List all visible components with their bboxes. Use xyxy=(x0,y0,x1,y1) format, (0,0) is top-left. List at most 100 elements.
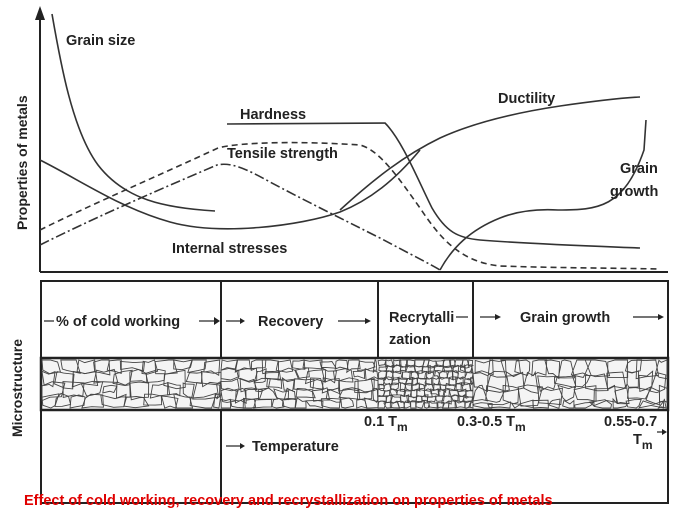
svg-text:0.3-0.5 Tm: 0.3-0.5 Tm xyxy=(457,414,526,434)
grain-cell xyxy=(588,399,612,409)
grain-cell xyxy=(60,359,81,374)
grain-cell xyxy=(464,378,473,386)
grain-cell xyxy=(54,371,75,390)
grain-cell xyxy=(658,384,668,404)
grain-cell xyxy=(277,367,300,381)
grain-cell xyxy=(557,384,576,402)
ductility-label: Ductility xyxy=(498,91,555,107)
grain-cell xyxy=(320,397,341,409)
grain-cell xyxy=(81,393,104,409)
grain-cell xyxy=(378,366,389,373)
grain-cell xyxy=(377,359,387,367)
grain-cell xyxy=(244,387,264,401)
temperature-mark-t2: 0.3-0.5 Tm xyxy=(457,414,526,434)
grain-cell xyxy=(271,397,285,409)
grain-cell xyxy=(80,380,104,397)
grain-cell xyxy=(253,368,267,384)
grain-growth-label-line2: growth xyxy=(610,184,658,200)
grain-cell xyxy=(123,396,150,409)
grain-cell xyxy=(654,359,668,380)
grain-cell xyxy=(154,359,178,375)
grain-cell xyxy=(100,393,127,408)
grain-cell xyxy=(401,370,413,379)
grain-cell xyxy=(606,371,627,391)
grain-cell xyxy=(433,364,446,373)
grain-cell xyxy=(485,385,506,403)
grain-cell xyxy=(514,359,531,376)
grain-cell xyxy=(41,359,61,375)
grain-cell xyxy=(456,388,467,399)
grain-cell xyxy=(160,395,179,409)
grain-cell xyxy=(421,364,431,375)
grain-cell xyxy=(62,381,85,398)
temperature-label: Temperature xyxy=(252,439,339,455)
grain-cell xyxy=(469,382,474,391)
grain-cell xyxy=(305,399,324,409)
grain-cell xyxy=(141,359,159,375)
grain-cell xyxy=(649,372,667,394)
grain-cell xyxy=(234,387,247,404)
grain-cell xyxy=(574,401,595,409)
grain-cell xyxy=(584,373,609,392)
grain-cell xyxy=(405,376,414,385)
grain-cell xyxy=(474,359,494,376)
grain-cell xyxy=(624,359,642,374)
properties-axes xyxy=(35,6,668,273)
grain-size-label: Grain size xyxy=(66,33,135,49)
grain-cell xyxy=(266,378,283,389)
grain-cell xyxy=(532,399,549,409)
grain-cell xyxy=(173,393,194,409)
grain-cell xyxy=(433,382,441,393)
grain-cell xyxy=(239,377,258,393)
grain-cell xyxy=(557,359,576,379)
grain-cell xyxy=(625,398,642,409)
grain-cell xyxy=(442,364,454,372)
grain-cell xyxy=(413,364,423,374)
grain-cell xyxy=(626,387,651,400)
grain-cell xyxy=(635,359,659,380)
grain-cell xyxy=(399,359,408,368)
grain-cell xyxy=(421,394,429,404)
internal-stresses-curve xyxy=(39,149,421,230)
grain-cell xyxy=(472,372,489,393)
yield-dashdot-curve xyxy=(39,163,441,271)
temperature-mark-t3: 0.55-0.7 Tm xyxy=(604,414,667,452)
grain-cell xyxy=(143,393,163,406)
grain-cell xyxy=(612,397,628,409)
tensile-strength-label: Tensile strength xyxy=(227,146,338,162)
grain-cell xyxy=(517,384,544,407)
grain-cell xyxy=(163,369,186,390)
grain-cell xyxy=(293,378,315,391)
grain-cell xyxy=(468,401,474,409)
grain-cell xyxy=(410,400,417,409)
grain-growth-label-line1: Grain xyxy=(620,161,658,177)
svg-text:0.55-0.7: 0.55-0.7 xyxy=(604,414,657,430)
hardness-label: Hardness xyxy=(240,107,306,123)
stage-recrystallization: Recrytalli zation xyxy=(389,310,468,348)
grain-cell xyxy=(487,401,512,409)
grain-cell xyxy=(102,384,118,394)
grain-cell xyxy=(275,359,294,373)
svg-text:0.1 Tm: 0.1 Tm xyxy=(364,414,408,434)
grain-cell xyxy=(460,382,472,392)
microstructure-strip xyxy=(39,356,670,412)
stage-grain-growth: Grain growth xyxy=(480,310,664,326)
grain-cell xyxy=(430,388,440,397)
grain-cell xyxy=(400,394,410,404)
grain-cell xyxy=(537,375,558,393)
grain-growth-curve xyxy=(339,96,641,211)
grain-cell xyxy=(461,359,470,369)
temperature-mark-t1: 0.1 Tm xyxy=(364,414,408,434)
grain-cell xyxy=(531,359,548,377)
grain-cell xyxy=(638,400,665,409)
grain-cell xyxy=(562,399,575,409)
grain-cell xyxy=(71,370,99,388)
grain-cell xyxy=(502,384,520,405)
grain-cell xyxy=(320,366,337,384)
stage-recovery-label: Recovery xyxy=(258,314,323,330)
grain-cell xyxy=(357,360,376,371)
grain-cell xyxy=(487,359,507,376)
grain-cell xyxy=(192,382,221,400)
